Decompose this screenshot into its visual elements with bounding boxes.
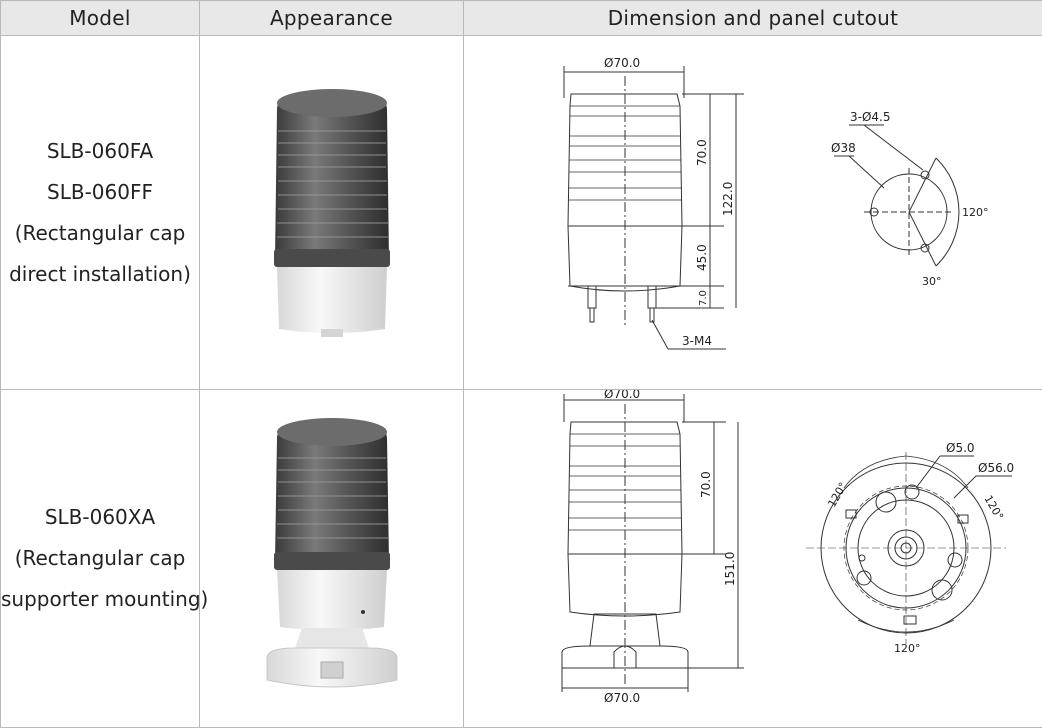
- header-dimension: Dimension and panel cutout: [464, 1, 1042, 36]
- dimension-cell: Ø70.0 70.0 151: [464, 390, 1042, 728]
- dim-height-total: 122.0: [721, 182, 735, 216]
- dim-angle-bottom: 120°: [894, 642, 921, 655]
- model-cell: SLB-060XA (Rectangular cap supporter mou…: [1, 390, 200, 728]
- dim-height-lens: 70.0: [699, 471, 713, 498]
- dim-pcd: Ø56.0: [978, 461, 1014, 475]
- table-row: SLB-060FA SLB-060FF (Rectangular cap dir…: [1, 36, 1042, 390]
- header-row: Model Appearance Dimension and panel cut…: [1, 1, 1042, 36]
- dimension-drawing-direct: Ø70.0: [464, 36, 1042, 385]
- header-appearance: Appearance: [200, 1, 464, 36]
- dim-angle-between: 120°: [962, 206, 989, 219]
- model-line: (Rectangular cap: [1, 213, 199, 254]
- dim-height-body: 45.0: [695, 244, 709, 271]
- dim-hole: Ø5.0: [946, 441, 975, 455]
- dim-diameter: Ø70.0: [604, 56, 640, 70]
- dim-height-lens: 70.0: [695, 139, 709, 166]
- model-line: (Rectangular cap: [1, 538, 199, 579]
- model-line: direct installation): [1, 254, 199, 295]
- model-line: SLB-060XA: [1, 497, 199, 538]
- appearance-cell: [200, 36, 464, 390]
- signal-light-supporter-mount-photo: [247, 412, 417, 702]
- header-model: Model: [1, 1, 200, 36]
- model-line: supporter mounting): [1, 579, 199, 620]
- model-cell: SLB-060FA SLB-060FF (Rectangular cap dir…: [1, 36, 200, 390]
- dim-terminal: 3-M4: [682, 334, 712, 348]
- dim-height-total: 151.0: [723, 552, 737, 586]
- dim-height-terminal: 7.0: [698, 290, 709, 306]
- model-line: SLB-060FF: [1, 172, 199, 213]
- dim-angle-left: 120°: [825, 480, 850, 509]
- dim-diameter-top: Ø70.0: [604, 390, 640, 401]
- dim-diameter-base: Ø70.0: [604, 691, 640, 705]
- signal-light-direct-mount-photo: [247, 81, 417, 341]
- dim-angle-offset: 30°: [922, 275, 942, 288]
- table-row: SLB-060XA (Rectangular cap supporter mou…: [1, 390, 1042, 728]
- appearance-cell: [200, 390, 464, 728]
- model-line: SLB-060FA: [1, 131, 199, 172]
- dim-cutout-circle: Ø38: [831, 141, 856, 155]
- dimension-drawing-supporter: Ø70.0 70.0 151: [464, 390, 1042, 723]
- dim-cutout-holes: 3-Ø4.5: [850, 110, 891, 124]
- dimension-cell: Ø70.0: [464, 36, 1042, 390]
